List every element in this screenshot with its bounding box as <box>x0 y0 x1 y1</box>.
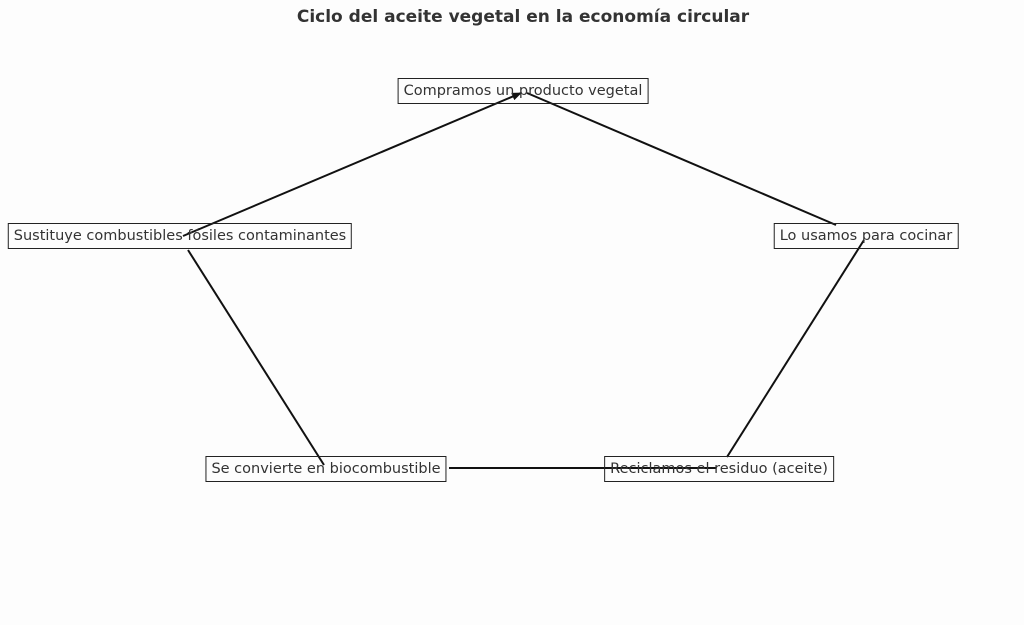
node-usamos-cocinar: Lo usamos para cocinar <box>773 223 959 249</box>
edge-n3-n4 <box>187 249 325 466</box>
edge-n1-n2 <box>726 239 865 458</box>
node-sustituye-fosiles: Sustituye combustibles fósiles contamina… <box>7 223 353 249</box>
node-compramos-producto: Compramos un producto vegetal <box>397 78 649 104</box>
edge-n4-n0 <box>182 92 522 237</box>
diagram-title: Ciclo del aceite vegetal en la economía … <box>296 7 750 27</box>
edge-n0-n1 <box>526 92 837 226</box>
node-reciclamos-residuo: Reciclamos el residuo (aceite) <box>604 456 834 482</box>
node-biocombustible: Se convierte en biocombustible <box>205 456 447 482</box>
